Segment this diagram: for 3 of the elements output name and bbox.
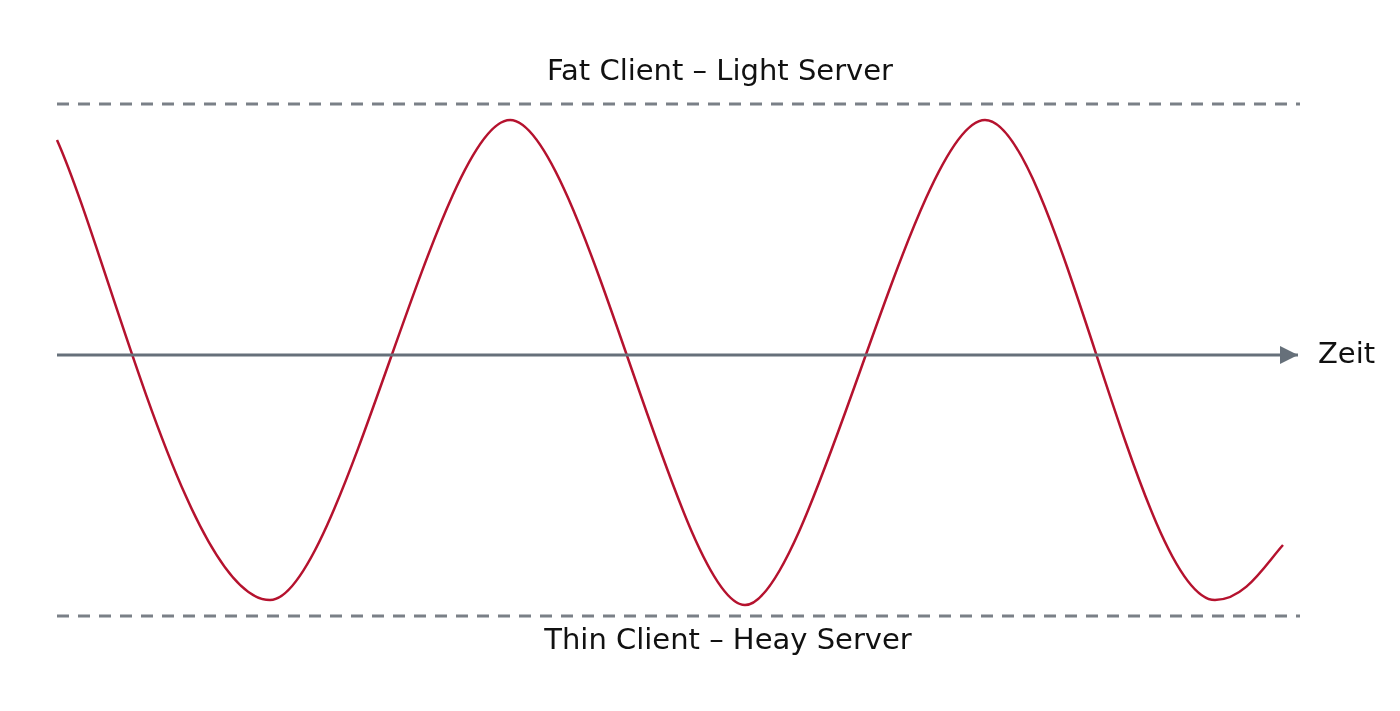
lower-limit-label: Thin Client – Heay Server (544, 622, 912, 657)
upper-limit-label: Fat Client – Light Server (547, 53, 893, 88)
axis-label: Zeit (1318, 336, 1376, 371)
